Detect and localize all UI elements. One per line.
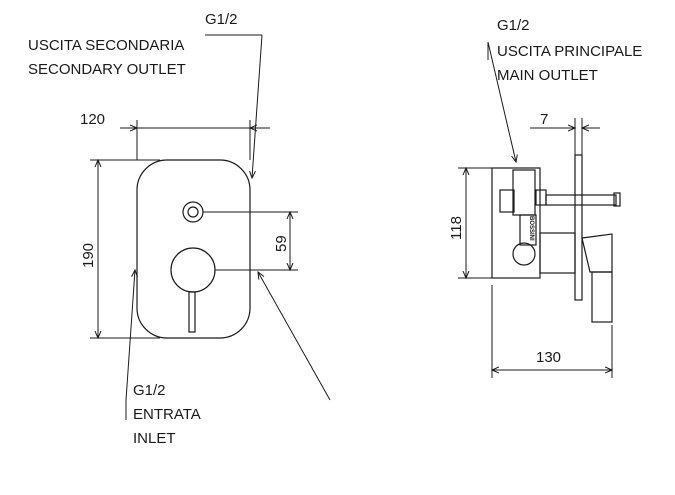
dim-body-height: 118 bbox=[448, 216, 465, 240]
lever-side bbox=[591, 271, 613, 323]
diverter-stem bbox=[545, 194, 617, 206]
cover-plate-side bbox=[574, 154, 583, 301]
side-outlet-label-it: USCITA PRINCIPALE bbox=[497, 43, 642, 60]
dim-height: 190 bbox=[80, 243, 97, 268]
dim-plate: 7 bbox=[540, 111, 548, 128]
stem-tip bbox=[613, 192, 621, 207]
dim-width: 120 bbox=[80, 111, 105, 128]
diverter-knob-center bbox=[187, 206, 199, 218]
front-outlet-label-it: USCITA SECONDARIA bbox=[28, 37, 184, 54]
cartridge-neck bbox=[519, 214, 537, 246]
side-outlet-label-en: MAIN OUTLET bbox=[497, 67, 598, 84]
dim-centers: 59 bbox=[273, 235, 290, 252]
hex-nut bbox=[535, 189, 547, 206]
diverter-body bbox=[512, 169, 536, 216]
diverter-knob bbox=[182, 201, 204, 223]
mixer-handle bbox=[170, 247, 216, 293]
cover-plate bbox=[136, 159, 251, 339]
front-outlet-thread: G1/2 bbox=[205, 11, 238, 28]
front-inlet-thread: G1/2 bbox=[133, 382, 166, 399]
outlet-stub bbox=[499, 189, 515, 213]
handle-side bbox=[581, 233, 613, 273]
inlet-fitting bbox=[512, 242, 536, 266]
front-outlet-label-en: SECONDARY OUTLET bbox=[28, 61, 186, 78]
side-outlet-thread: G1/2 bbox=[497, 17, 530, 34]
brand-mark: BOSSINI bbox=[528, 216, 534, 241]
front-view: 120 190 59 G1/2 USCITA SECONDARIA SECOND… bbox=[28, 11, 331, 447]
side-view: BOSSINI 118 130 7 G1/2 USCITA PRINCIPALE… bbox=[448, 17, 642, 378]
dim-depth: 130 bbox=[536, 349, 561, 366]
lever bbox=[188, 291, 196, 333]
valve-body-box bbox=[491, 167, 541, 279]
front-inlet-label-en: INLET bbox=[133, 430, 176, 447]
cartridge-housing bbox=[539, 232, 576, 274]
front-inlet-label-it: ENTRATA bbox=[133, 406, 201, 423]
